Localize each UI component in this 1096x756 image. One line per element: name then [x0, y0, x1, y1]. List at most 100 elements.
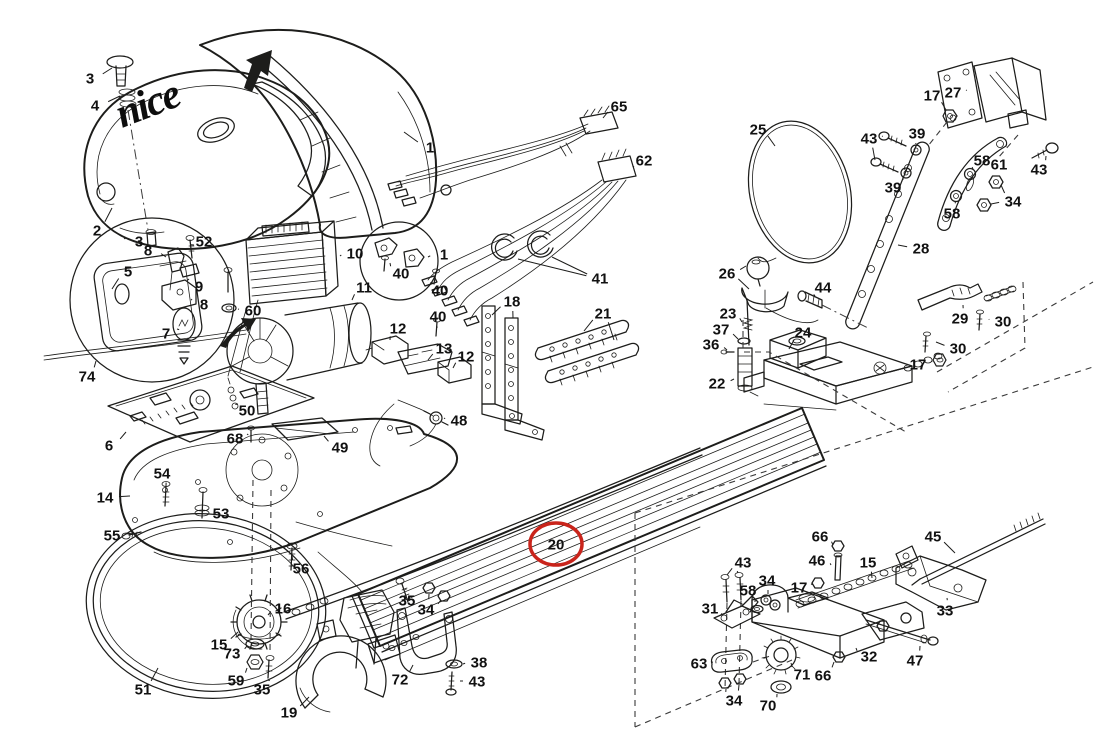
svg-text:60: 60 — [245, 303, 262, 320]
svg-text:10: 10 — [347, 246, 364, 263]
part-label-28: 28 — [913, 241, 930, 258]
svg-text:45: 45 — [925, 529, 942, 546]
lamp-bracket-hardware — [159, 235, 237, 313]
svg-text:73: 73 — [224, 646, 241, 663]
dashed-reference-lines — [634, 281, 1094, 728]
svg-text:34: 34 — [759, 573, 776, 590]
leader-line — [583, 319, 594, 332]
limit-switch-assembly — [365, 317, 472, 384]
leader-line — [971, 166, 974, 170]
svg-text:34: 34 — [726, 693, 743, 710]
part-label-44: 44 — [815, 280, 832, 297]
part-label-38: 38 — [471, 655, 488, 672]
leader-line — [452, 362, 457, 369]
svg-text:50: 50 — [239, 403, 256, 420]
svg-text:27: 27 — [945, 85, 962, 102]
part-label-63: 63 — [691, 656, 708, 673]
part-label-3: 3 — [135, 234, 143, 251]
leader-line — [810, 583, 813, 586]
svg-text:44: 44 — [815, 280, 832, 297]
svg-text:52: 52 — [196, 234, 213, 251]
leader-line — [720, 613, 723, 616]
main-cover-part — [199, 29, 438, 239]
svg-text:38: 38 — [471, 655, 488, 672]
part-label-17: 17 — [910, 357, 927, 374]
door-bracket-group — [710, 572, 801, 694]
leader-line — [102, 67, 113, 75]
svg-text:2: 2 — [93, 223, 101, 240]
leader-line — [351, 294, 355, 301]
svg-text:30: 30 — [995, 314, 1012, 331]
leader-line — [607, 322, 615, 341]
svg-text:8: 8 — [200, 297, 208, 314]
power-cord-part — [85, 513, 395, 699]
part-label-15: 15 — [860, 555, 877, 572]
leader-line — [246, 433, 249, 436]
svg-text:20: 20 — [548, 537, 565, 554]
leader-line — [107, 95, 121, 103]
svg-text:4: 4 — [91, 98, 100, 115]
leader-line — [831, 541, 834, 546]
part-label-61: 61 — [991, 157, 1008, 174]
svg-text:54: 54 — [154, 466, 171, 483]
leader-line — [737, 684, 740, 691]
highlighted-part-label-20[interactable]: 20 — [528, 521, 584, 567]
wire-harness-65 — [387, 105, 619, 207]
part-label-30: 30 — [995, 314, 1012, 331]
part-label-13: 13 — [436, 341, 453, 358]
chain-tensioner-parts — [917, 283, 1017, 367]
leader-line — [176, 328, 180, 331]
nice-logo: nice — [109, 71, 187, 137]
release-pin-assembly — [720, 299, 754, 392]
fastening-racks — [534, 319, 640, 386]
leader-line — [829, 563, 832, 566]
part-label-72: 72 — [392, 672, 409, 689]
leader-line — [119, 431, 127, 440]
part-label-17: 17 — [791, 580, 808, 597]
svg-text:17: 17 — [910, 357, 927, 374]
strap-fasteners — [870, 131, 1059, 212]
svg-text:66: 66 — [815, 668, 832, 685]
leader-lines-layer — [93, 67, 1047, 707]
svg-text:22: 22 — [709, 376, 726, 393]
control-board-part — [107, 299, 315, 443]
part-label-46: 46 — [809, 553, 826, 570]
leader-line — [726, 568, 733, 576]
svg-text:35: 35 — [254, 682, 271, 699]
part-label-39: 39 — [885, 180, 902, 197]
leader-line — [897, 244, 908, 248]
highlight-circle[interactable] — [528, 521, 584, 567]
leader-line — [632, 165, 635, 168]
svg-text:15: 15 — [860, 555, 877, 572]
leader-line — [389, 262, 392, 267]
cover-screw-parts — [106, 55, 157, 247]
part-label-62: 62 — [636, 153, 653, 170]
svg-text:66: 66 — [812, 529, 829, 546]
svg-text:63: 63 — [691, 656, 708, 673]
motor-part — [226, 302, 372, 415]
svg-text:40: 40 — [432, 283, 449, 300]
leader-line — [730, 378, 735, 382]
part-label-18: 18 — [504, 294, 521, 311]
leader-line — [104, 207, 113, 222]
part-label-1: 1 — [440, 247, 448, 264]
release-cord-parts — [741, 120, 853, 324]
svg-text:43: 43 — [861, 131, 878, 148]
part-label-25: 25 — [750, 122, 767, 139]
svg-text:30: 30 — [950, 341, 967, 358]
svg-text:6: 6 — [105, 438, 113, 455]
part-label-68: 68 — [227, 431, 244, 448]
part-label-10: 10 — [347, 246, 364, 263]
svg-text:1: 1 — [440, 247, 448, 264]
front-shell-part: nice — [83, 69, 331, 250]
part-label-66: 66 — [815, 668, 832, 685]
part-label-9: 9 — [195, 279, 203, 296]
svg-text:17: 17 — [791, 580, 808, 597]
leader-line — [409, 664, 414, 672]
part-label-66: 66 — [812, 529, 829, 546]
part-label-71: 71 — [794, 667, 811, 684]
leader-line — [790, 662, 793, 668]
